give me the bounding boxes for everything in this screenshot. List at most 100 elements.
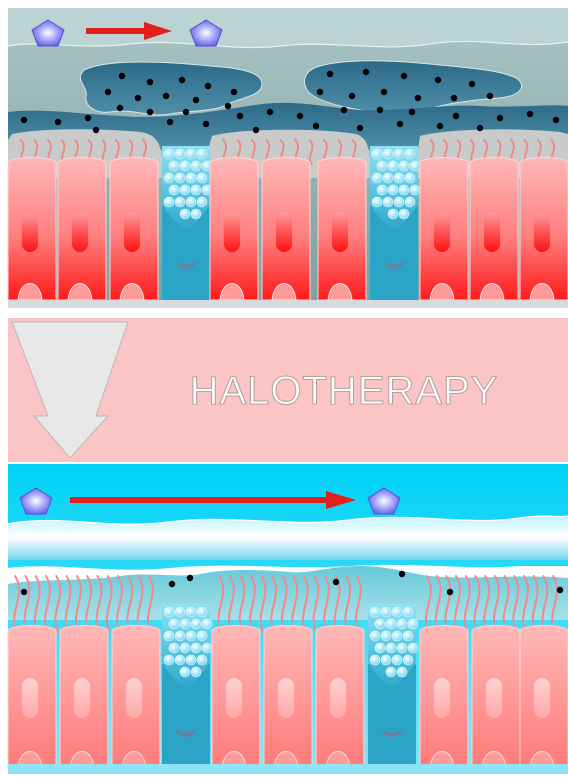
particle-dot <box>557 587 563 593</box>
particle-dot <box>119 73 125 79</box>
cell-nucleus <box>332 212 348 252</box>
particle-dot <box>225 103 231 109</box>
epithelial-cell <box>262 158 310 301</box>
particle-dot <box>231 89 237 95</box>
epithelial-cell <box>470 158 518 301</box>
cell-nucleus <box>534 212 550 252</box>
particle-dot <box>167 119 173 125</box>
particle-dot <box>203 121 209 127</box>
cell-nucleus <box>434 212 450 252</box>
particle-dot <box>179 77 185 83</box>
particle-dot <box>437 123 443 129</box>
cell-nucleus <box>276 212 292 252</box>
cell-nucleus <box>330 678 346 718</box>
particle-dot <box>55 119 61 125</box>
epithelial-cell <box>210 158 258 301</box>
cell-nucleus <box>534 678 550 718</box>
cell-nucleus <box>124 212 140 252</box>
particle-dot <box>327 71 333 77</box>
particle-dot <box>447 589 453 595</box>
particle-dot <box>267 109 273 115</box>
ciliated-cells-after <box>8 626 568 769</box>
particle-dot <box>21 117 27 123</box>
particle-dot <box>117 105 123 111</box>
particle-dot <box>415 95 421 101</box>
particle-dot <box>399 571 405 577</box>
cell-nucleus <box>486 678 502 718</box>
particle-dot <box>317 89 323 95</box>
epithelial-cell <box>420 158 468 301</box>
goblet-cell <box>162 604 212 768</box>
epithelial-cell <box>520 158 568 301</box>
particle-dot <box>477 125 483 131</box>
epithelial-cell <box>110 158 158 301</box>
particle-dot <box>363 69 369 75</box>
ciliated-cells <box>8 158 568 301</box>
cell-nucleus <box>278 678 294 718</box>
particle-dot <box>341 107 347 113</box>
particle-dot <box>163 93 169 99</box>
epithelial-cell <box>58 158 106 301</box>
cell-nucleus <box>226 678 242 718</box>
particle-dot <box>183 109 189 115</box>
particle-dot <box>237 113 243 119</box>
particle-dot <box>381 89 387 95</box>
halotherapy-banner: HALOTHERAPY <box>8 318 568 462</box>
epithelial-cell <box>420 626 468 769</box>
cell-nucleus <box>434 678 450 718</box>
particle-dot <box>487 93 493 99</box>
epithelial-cell <box>8 158 56 301</box>
epithelial-cell <box>264 626 312 769</box>
particle-dot <box>85 115 91 121</box>
particle-dot <box>21 589 27 595</box>
epithelial-cell <box>318 158 366 301</box>
particle-dot <box>297 113 303 119</box>
particle-dot <box>205 83 211 89</box>
epithelial-cell <box>520 626 568 769</box>
goblet-cell <box>370 146 420 300</box>
epithelial-cell <box>8 626 56 769</box>
goblet-cell <box>162 146 212 300</box>
particle-dot <box>435 77 441 83</box>
particle-dot <box>553 117 559 123</box>
particle-dot <box>135 95 141 101</box>
epithelial-cell <box>60 626 108 769</box>
particle-dot <box>193 97 199 103</box>
particle-dot <box>169 581 175 587</box>
particle-dot <box>105 89 111 95</box>
particle-dot <box>187 575 193 581</box>
goblet-cell <box>368 604 418 768</box>
cell-nucleus <box>72 212 88 252</box>
epithelial-cell <box>112 626 160 769</box>
particle-dot <box>401 73 407 79</box>
particle-dot <box>147 109 153 115</box>
cell-nucleus <box>22 678 38 718</box>
particle-dot <box>453 113 459 119</box>
cell-nucleus <box>224 212 240 252</box>
cell-nucleus <box>126 678 142 718</box>
epithelial-cell <box>472 626 520 769</box>
particle-dot <box>397 121 403 127</box>
particle-dot <box>469 81 475 87</box>
particle-dot <box>93 127 99 133</box>
particle-dot <box>377 107 383 113</box>
cell-nucleus <box>22 212 38 252</box>
epithelial-cell <box>212 626 260 769</box>
particle-dot <box>451 95 457 101</box>
particle-dot <box>357 125 363 131</box>
panel-before <box>8 8 568 308</box>
cell-nucleus <box>484 212 500 252</box>
banner-title: HALOTHERAPY <box>190 369 499 413</box>
panel-after <box>8 464 568 774</box>
particle-dot <box>253 127 259 133</box>
particle-dot <box>409 109 415 115</box>
cell-nucleus <box>74 678 90 718</box>
particle-dot <box>349 93 355 99</box>
particle-dot <box>333 579 339 585</box>
particle-dot <box>497 115 503 121</box>
epithelial-cell <box>316 626 364 769</box>
particle-dot <box>527 111 533 117</box>
particle-dot <box>313 123 319 129</box>
